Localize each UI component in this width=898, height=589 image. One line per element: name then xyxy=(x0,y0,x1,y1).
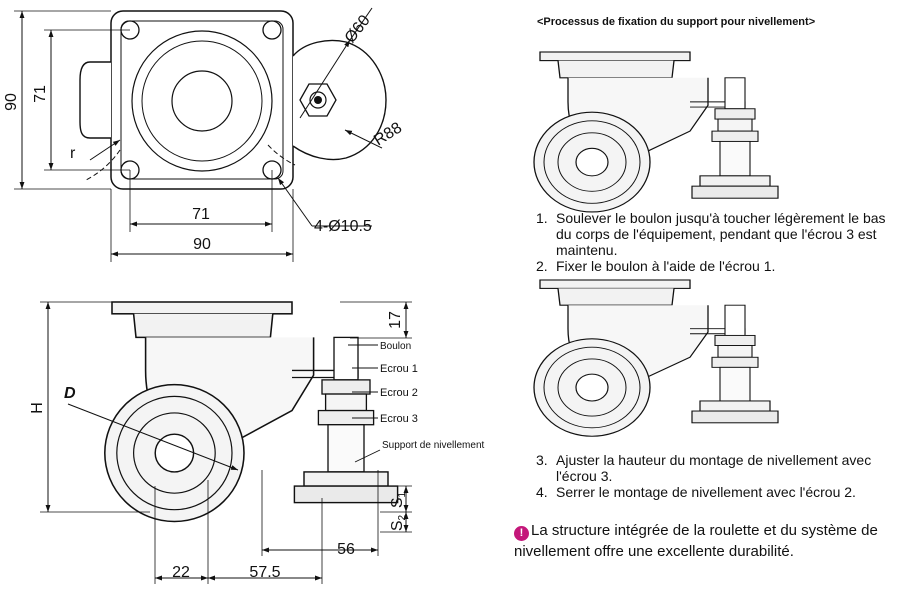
dim-hole-pitch-horizontal: 71 xyxy=(192,206,210,223)
svg-text:S2: S2 xyxy=(389,514,408,531)
dim-overall-height: H xyxy=(29,402,46,414)
dim-plate-width: 90 xyxy=(193,236,211,253)
step-text: Fixer le boulon à l'aide de l'écrou 1. xyxy=(556,258,776,274)
process-figure-2 xyxy=(533,279,779,437)
process-figure-1 xyxy=(533,51,779,213)
label-nut-1: Ecrou 1 xyxy=(380,363,418,375)
step-number: 1. xyxy=(536,210,548,226)
dim-bolt-height: 17 xyxy=(387,311,404,329)
step-number: 3. xyxy=(536,452,548,468)
step-text: Ajuster la hauteur du montage de nivelle… xyxy=(556,452,872,484)
process-steps-b: 3. Ajuster la hauteur du montage de nive… xyxy=(536,452,898,500)
dim-plate-height: 90 xyxy=(3,93,20,111)
label-leveling-mount: Support de nivellement xyxy=(382,440,485,451)
lightbulb-icon: ! xyxy=(514,526,529,541)
mounting-plate xyxy=(110,10,294,190)
dim-stroke-2: S2 xyxy=(389,514,408,531)
note-text: La structure intégrée de la roulette et … xyxy=(514,522,878,560)
dim-hole-pitch-vertical: 71 xyxy=(32,85,49,103)
dim-center-distance: 57.5 xyxy=(249,564,280,581)
label-nut-2: Ecrou 2 xyxy=(380,387,418,399)
dim-offset-radius: r xyxy=(70,145,76,162)
dim-stroke-1: S1 xyxy=(389,491,408,508)
wheel-mark-d: D xyxy=(64,385,76,402)
step-number: 2. xyxy=(536,258,548,274)
top-view xyxy=(14,7,387,262)
svg-text:S1: S1 xyxy=(389,491,408,508)
dim-pad-diameter: 56 xyxy=(337,541,355,558)
step-number: 4. xyxy=(536,484,548,500)
process-steps-a: 1. Soulever le boulon jusqu'à toucher lé… xyxy=(536,210,898,274)
step-text: Soulever le boulon jusqu'à toucher légèr… xyxy=(556,210,886,258)
process-step: 2. Fixer le boulon à l'aide de l'écrou 1… xyxy=(536,258,898,274)
side-view xyxy=(40,301,412,584)
label-bolt: Boulon xyxy=(380,341,411,352)
process-step: 3. Ajuster la hauteur du montage de nive… xyxy=(536,452,898,484)
mounting-hole xyxy=(262,20,282,40)
process-title: <Processus de fixation du support pour n… xyxy=(537,16,816,28)
durability-note: !La structure intégrée de la roulette et… xyxy=(514,520,894,562)
process-step: 1. Soulever le boulon jusqu'à toucher lé… xyxy=(536,210,898,258)
step-text: Serrer le montage de nivellement avec l'… xyxy=(556,484,856,500)
label-nut-3: Ecrou 3 xyxy=(380,413,418,425)
dim-mounting-holes: 4-Ø10.5 xyxy=(314,218,372,235)
dim-offset: 22 xyxy=(172,564,190,581)
process-step: 4. Serrer le montage de nivellement avec… xyxy=(536,484,898,500)
dim-wheel-diameter: Ø60 xyxy=(342,12,374,46)
